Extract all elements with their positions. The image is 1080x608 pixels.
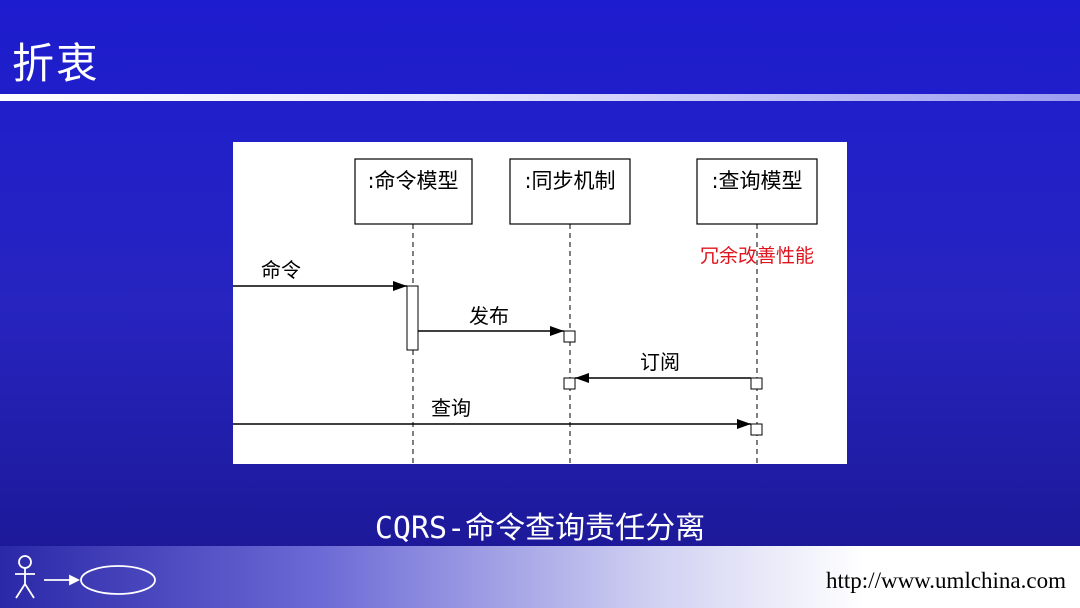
sequence-diagram: :命令模型 :同步机制 :查询模型 冗余改善性能 命令 发布 xyxy=(233,158,818,464)
slide-caption: CQRS-命令查询责任分离 xyxy=(374,511,706,546)
activation-box-subscribe-sync xyxy=(563,377,576,390)
message-query: 查询 xyxy=(233,396,751,429)
message-publish: 发布 xyxy=(418,304,564,336)
title-rule xyxy=(0,94,1080,101)
use-case-ellipse-icon xyxy=(80,565,156,595)
footer-bar: http://www.umlchina.com xyxy=(0,546,1080,608)
lifeline-label: :同步机制 xyxy=(524,169,615,193)
uml-logo xyxy=(15,555,156,599)
slide-title: 折衷 xyxy=(12,39,101,88)
footer-url[interactable]: http://www.umlchina.com xyxy=(826,568,1066,593)
arrow-icon xyxy=(44,574,81,586)
activation-box-query xyxy=(750,423,763,436)
message-label: 订阅 xyxy=(640,350,680,374)
message-subscribe: 订阅 xyxy=(575,350,751,383)
lifeline-head-box xyxy=(696,158,818,225)
redundancy-note: 冗余改善性能 xyxy=(700,245,814,267)
lifeline-sync-mechanism: :同步机制 xyxy=(509,158,631,464)
message-label: 发布 xyxy=(469,304,509,328)
activation-box-publish xyxy=(563,330,576,343)
activation-bar-command xyxy=(406,285,419,351)
message-label: 命令 xyxy=(261,258,301,282)
activation-box-subscribe-query xyxy=(750,377,763,390)
message-label: 查询 xyxy=(431,396,471,420)
lifeline-command-model: :命令模型 xyxy=(354,158,473,464)
sequence-diagram-panel: :命令模型 :同步机制 :查询模型 冗余改善性能 命令 发布 xyxy=(233,142,847,464)
lifeline-label: :查询模型 xyxy=(711,169,802,193)
message-command: 命令 xyxy=(233,258,407,291)
actor-icon xyxy=(15,555,35,599)
lifeline-head-box xyxy=(354,158,473,225)
lifeline-label: :命令模型 xyxy=(367,169,458,193)
lifeline-query-model: :查询模型 xyxy=(696,158,818,464)
